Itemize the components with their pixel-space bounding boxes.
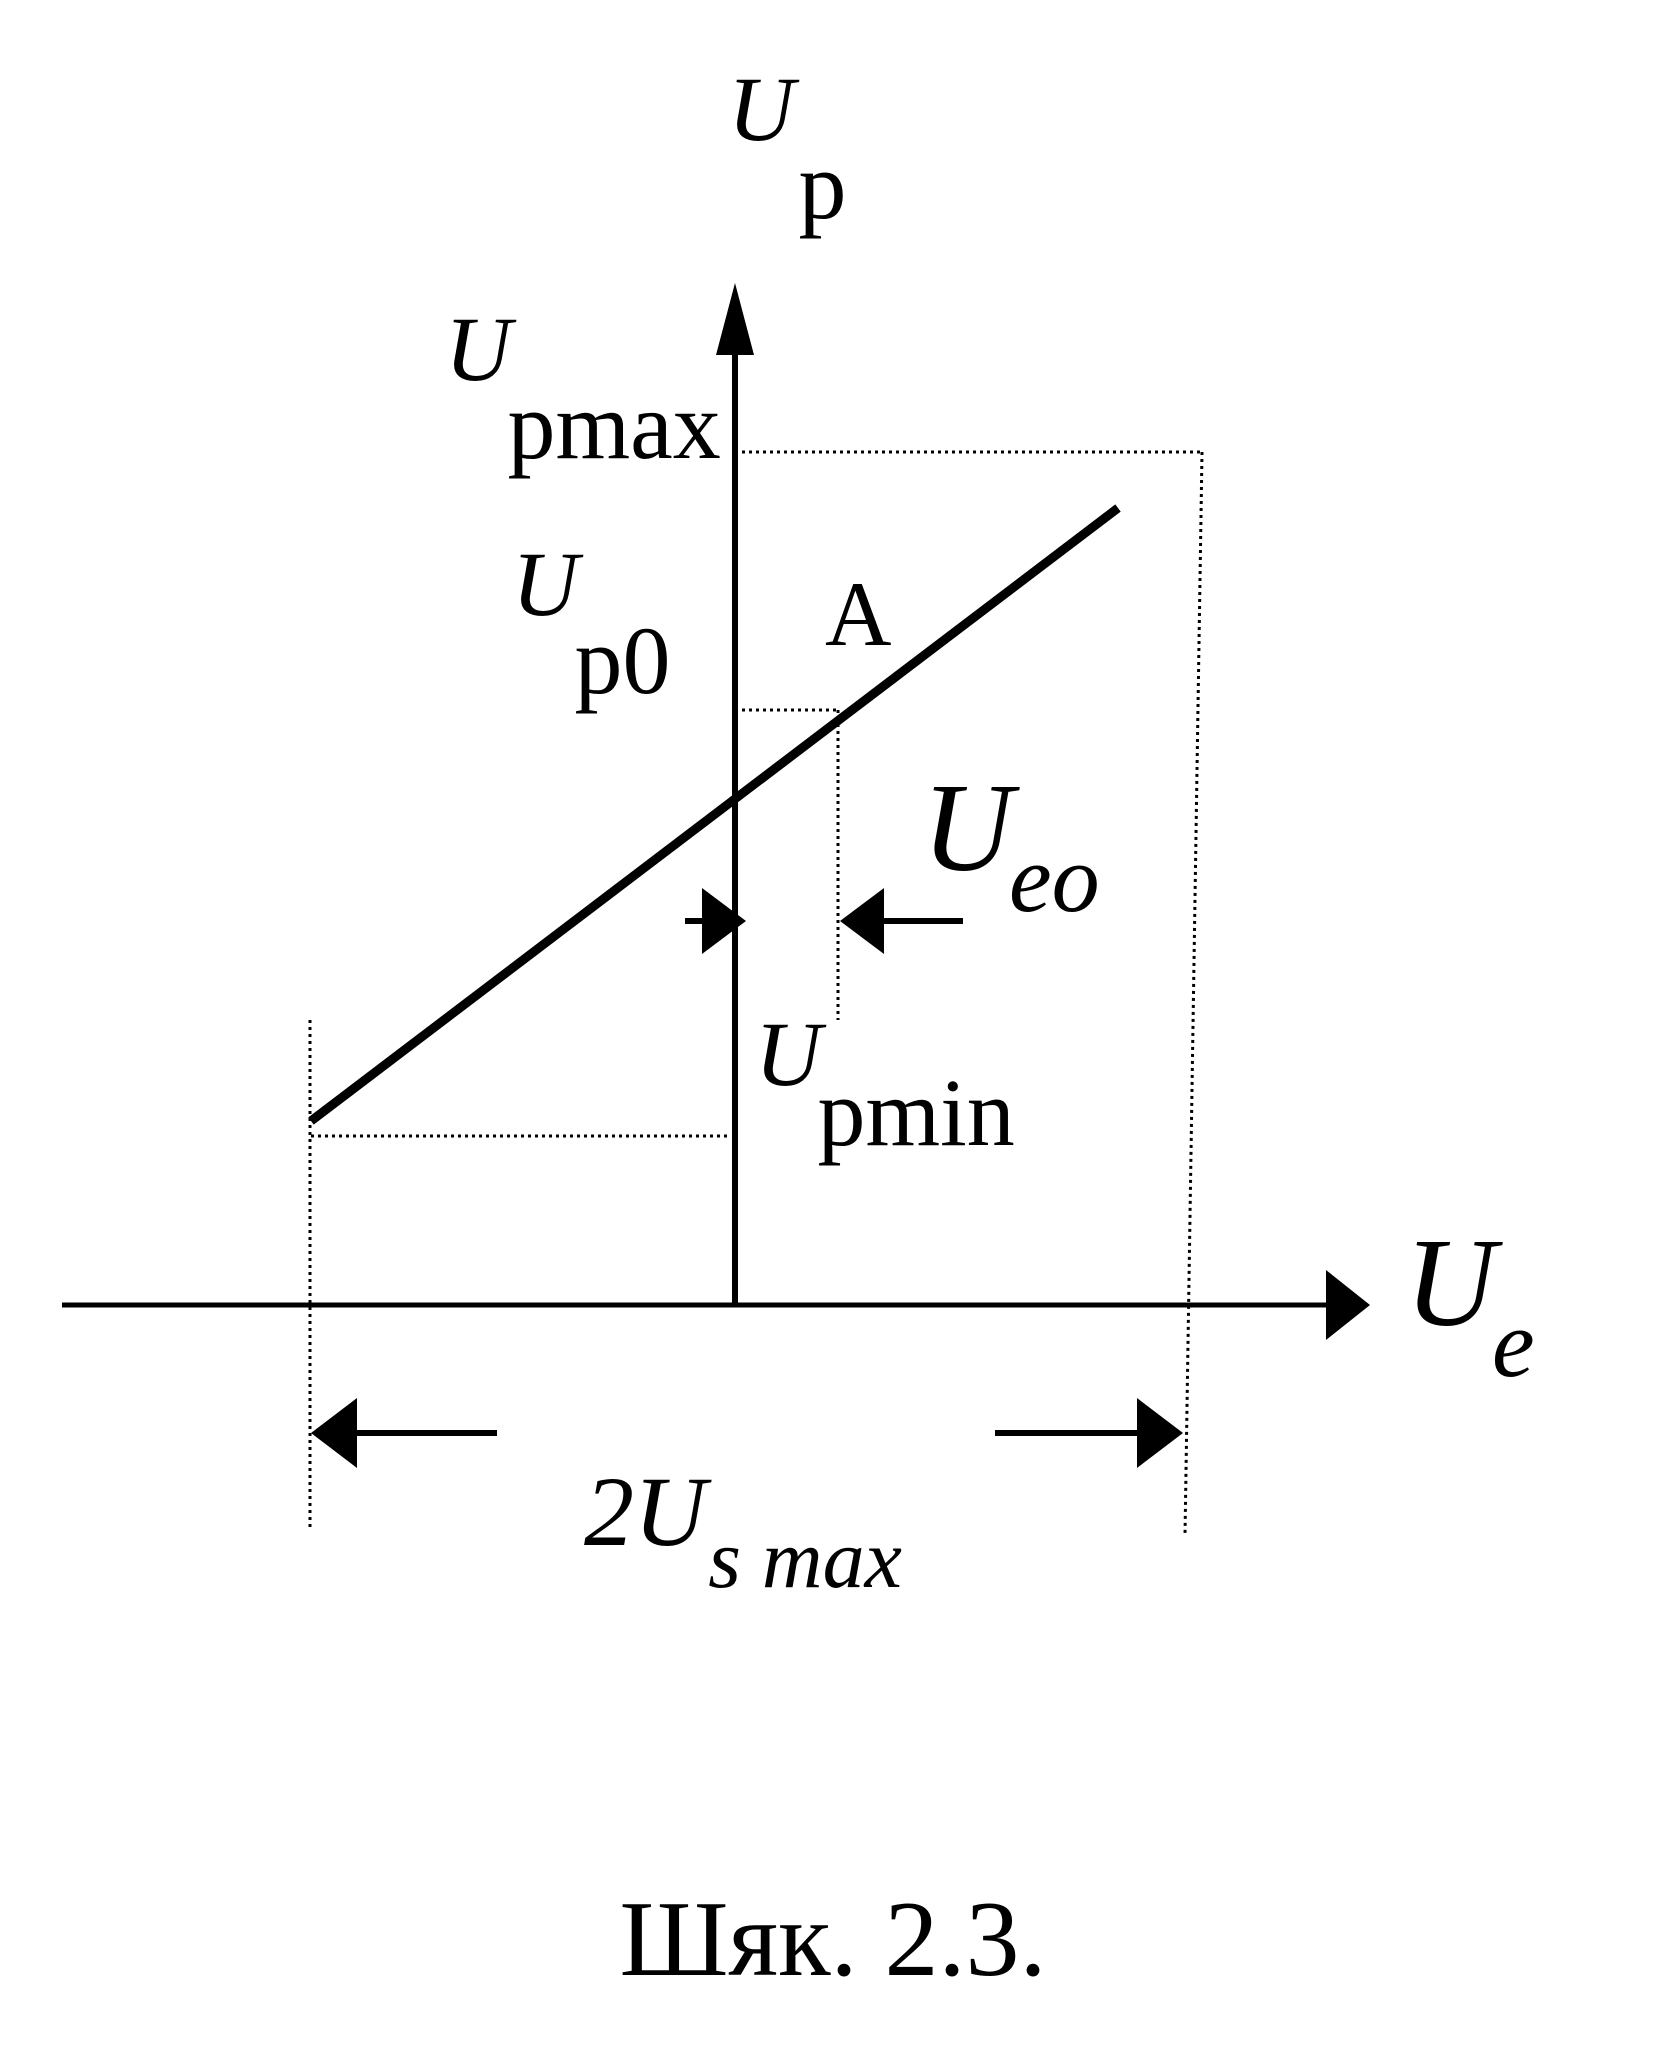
- us-max-left-arrowhead: [311, 1398, 357, 1468]
- ue-axis-arrowhead: [1326, 1270, 1370, 1340]
- figure-caption: Шяк. 2.3.: [619, 1880, 1046, 1999]
- ue0-right-arrowhead: [840, 888, 884, 954]
- up-max-guide-vertical: [1183, 451, 1204, 1536]
- ue0-label: Ueo: [922, 759, 1100, 932]
- up-axis-arrowhead: [716, 283, 754, 355]
- dotted-guides: [308, 450, 1204, 1536]
- point-a-label: A: [825, 563, 891, 665]
- characteristic-line: [308, 504, 1121, 1125]
- us-max-label: 2Us max: [584, 1456, 902, 1606]
- up-axis-label: Up: [728, 58, 846, 239]
- us-max-right-arrowhead: [1137, 1398, 1183, 1468]
- ue-axis-label: Ue: [1405, 1214, 1535, 1397]
- ue0-left-arrowhead: [702, 888, 746, 954]
